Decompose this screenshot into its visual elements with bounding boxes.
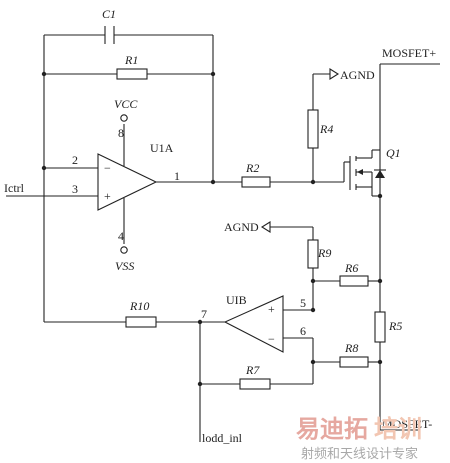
- resistor-r2: [241, 176, 271, 188]
- watermark-slogan: 射频和天线设计专家: [301, 446, 418, 462]
- pin-1: 1: [174, 169, 180, 183]
- u1b-plus-sign: +: [268, 302, 275, 316]
- resistor-r4: [307, 109, 319, 149]
- resistor-r7: [239, 378, 271, 390]
- agnd-mid-label: AGND: [224, 220, 259, 234]
- labels: C1 R1 R2 R4 R9 R6 R5 R8 R7 R10 Q1 U1A UI…: [4, 7, 436, 445]
- wires: [6, 34, 440, 442]
- watermark: 易迪拓 培训 射频和天线设计专家: [296, 415, 422, 462]
- resistor-r10: [125, 316, 157, 328]
- r8-label: R8: [344, 341, 358, 355]
- pin-8: 8: [118, 126, 124, 140]
- r10-label: R10: [129, 299, 149, 313]
- capacitor-c1: [104, 26, 115, 44]
- vcc-terminal: [120, 114, 128, 122]
- ictrl-label: Ictrl: [4, 181, 25, 195]
- pin-labels: 2 3 1 8 4 5 6 7 − + + −: [72, 126, 306, 346]
- pin-5: 5: [300, 296, 306, 310]
- resistor-r9: [307, 239, 319, 269]
- u1b-minus-sign: −: [268, 332, 275, 346]
- vcc-label: VCC: [114, 97, 138, 111]
- agnd-mid-symbol: [260, 221, 271, 233]
- q1-label: Q1: [386, 146, 401, 160]
- pin-3: 3: [72, 182, 78, 196]
- vss-label: VSS: [115, 259, 134, 273]
- r9-label: R9: [317, 246, 331, 260]
- resistor-r1: [116, 68, 148, 80]
- watermark-brand-part1: 易迪拓: [296, 415, 368, 443]
- mosfet-q1: [344, 149, 386, 197]
- pin-6: 6: [300, 324, 306, 338]
- resistor-r6: [339, 275, 369, 287]
- agnd-top-symbol: [329, 68, 340, 80]
- resistor-r5: [374, 311, 386, 343]
- pin-7: 7: [201, 307, 207, 321]
- junctions: [41, 71, 383, 387]
- r5-label: R5: [388, 319, 402, 333]
- u1a-plus-sign: +: [104, 189, 111, 203]
- u1a-minus-sign: −: [104, 161, 111, 175]
- r7-label: R7: [245, 363, 260, 377]
- watermark-brand-part2: 培训: [374, 415, 422, 443]
- u1b-label: UIB: [226, 293, 247, 307]
- r1-label: R1: [124, 53, 138, 67]
- r6-label: R6: [344, 261, 358, 275]
- pin-4: 4: [118, 229, 124, 243]
- r2-label: R2: [245, 161, 259, 175]
- agnd-top-label: AGND: [340, 68, 375, 82]
- opamp-u1b: [223, 295, 284, 353]
- mosfet-minus-label: MOSFET-: [382, 417, 432, 431]
- mosfet-plus-label: MOSFET+: [382, 46, 436, 60]
- u1a-label: U1A: [150, 141, 174, 155]
- r4-label: R4: [319, 122, 333, 136]
- vss-terminal: [120, 246, 128, 254]
- opamp-u1a: [97, 114, 158, 254]
- lodd-inl-label: lodd_inl: [202, 431, 243, 445]
- resistor-r8: [339, 356, 369, 368]
- pin-2: 2: [72, 153, 78, 167]
- c1-label: C1: [102, 7, 116, 21]
